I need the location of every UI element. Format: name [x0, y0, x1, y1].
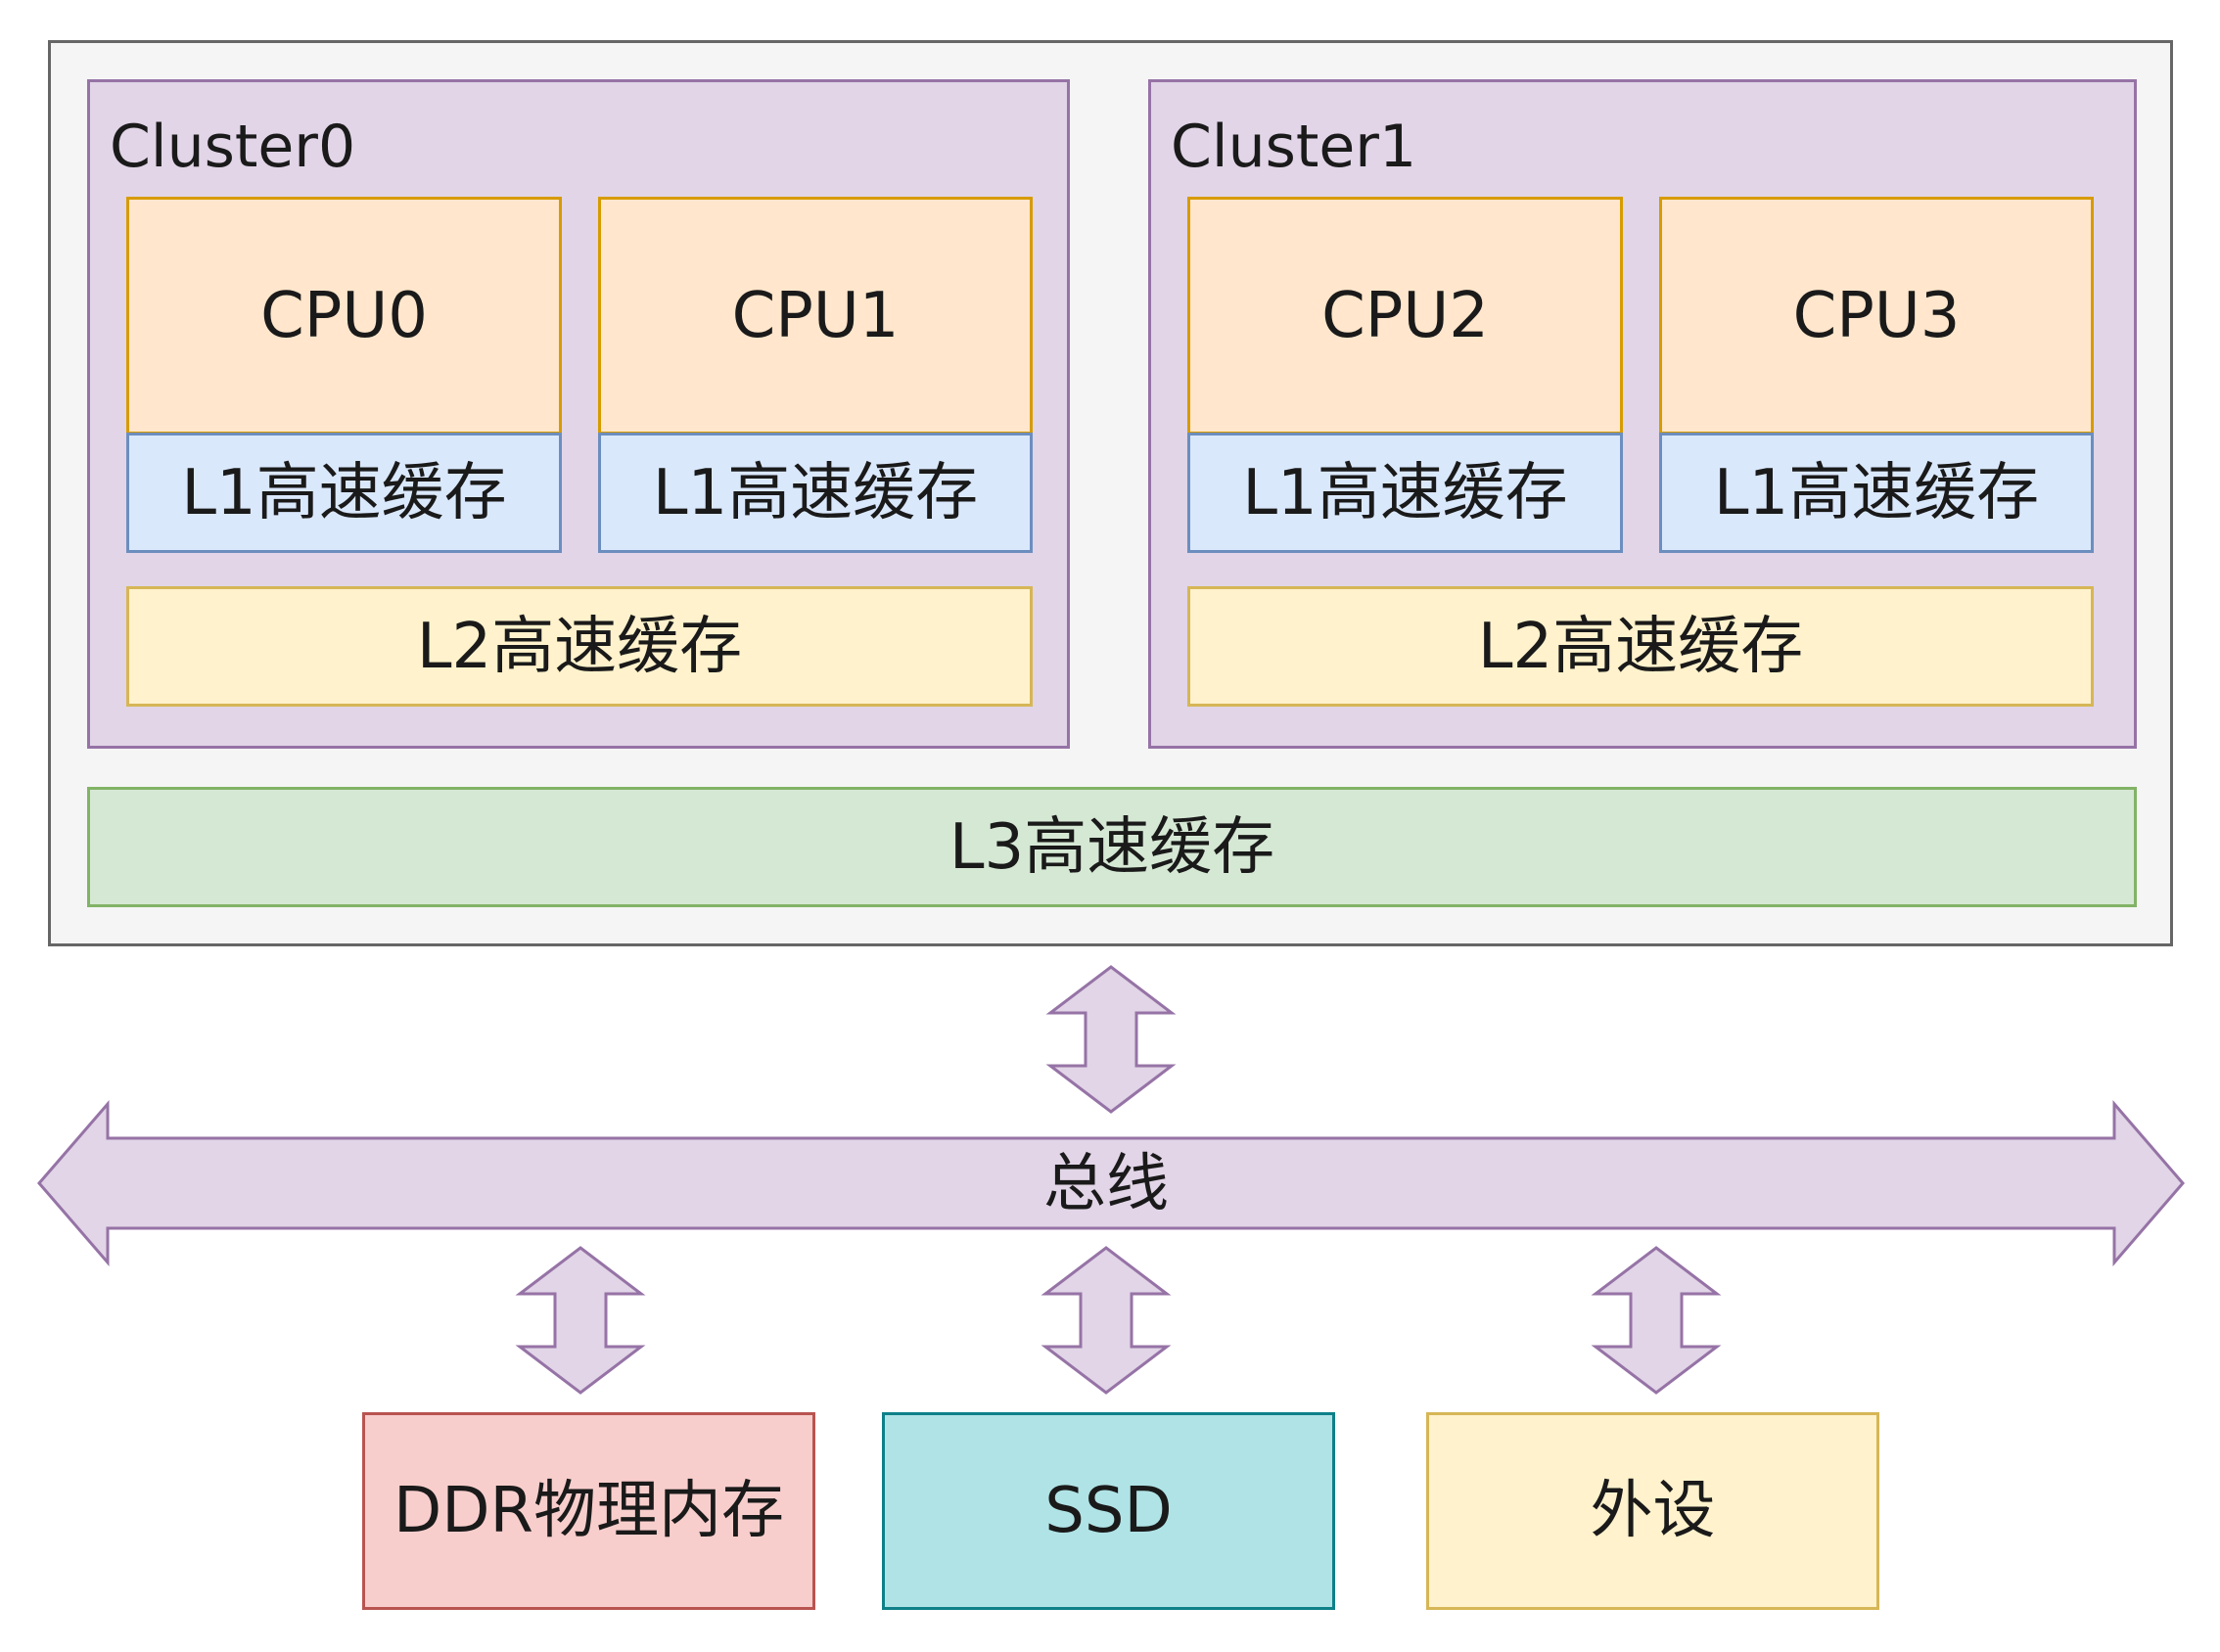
peripheral: 外设 — [1426, 1412, 1879, 1610]
cluster-1-title: Cluster1 — [1171, 113, 1417, 181]
ddr-bus-arrow — [515, 1246, 646, 1395]
cluster-1-l2-cache: L2高速缓存 — [1187, 586, 2094, 707]
bus-arrow — [37, 1099, 2185, 1267]
package-bus-arrow — [1045, 965, 1177, 1114]
cpu-2-l1-cache: L1高速缓存 — [1187, 433, 1623, 553]
ssd-bus-arrow — [1041, 1246, 1172, 1395]
bus-label: 总线 — [1043, 1148, 1169, 1220]
cpu-0-l1-cache: L1高速缓存 — [126, 433, 562, 553]
cpu-0: CPU0 — [126, 197, 562, 435]
cpu-2: CPU2 — [1187, 197, 1623, 435]
cpu-1-l1-cache: L1高速缓存 — [598, 433, 1033, 553]
peripheral-bus-arrow — [1591, 1246, 1722, 1395]
ddr-memory: DDR物理内存 — [362, 1412, 815, 1610]
cpu-3-l1-cache: L1高速缓存 — [1659, 433, 2094, 553]
cpu-3: CPU3 — [1659, 197, 2094, 435]
cluster-0-l2-cache: L2高速缓存 — [126, 586, 1033, 707]
cluster-0-title: Cluster0 — [110, 113, 356, 181]
ssd: SSD — [882, 1412, 1335, 1610]
l3-cache: L3高速缓存 — [87, 787, 2137, 907]
